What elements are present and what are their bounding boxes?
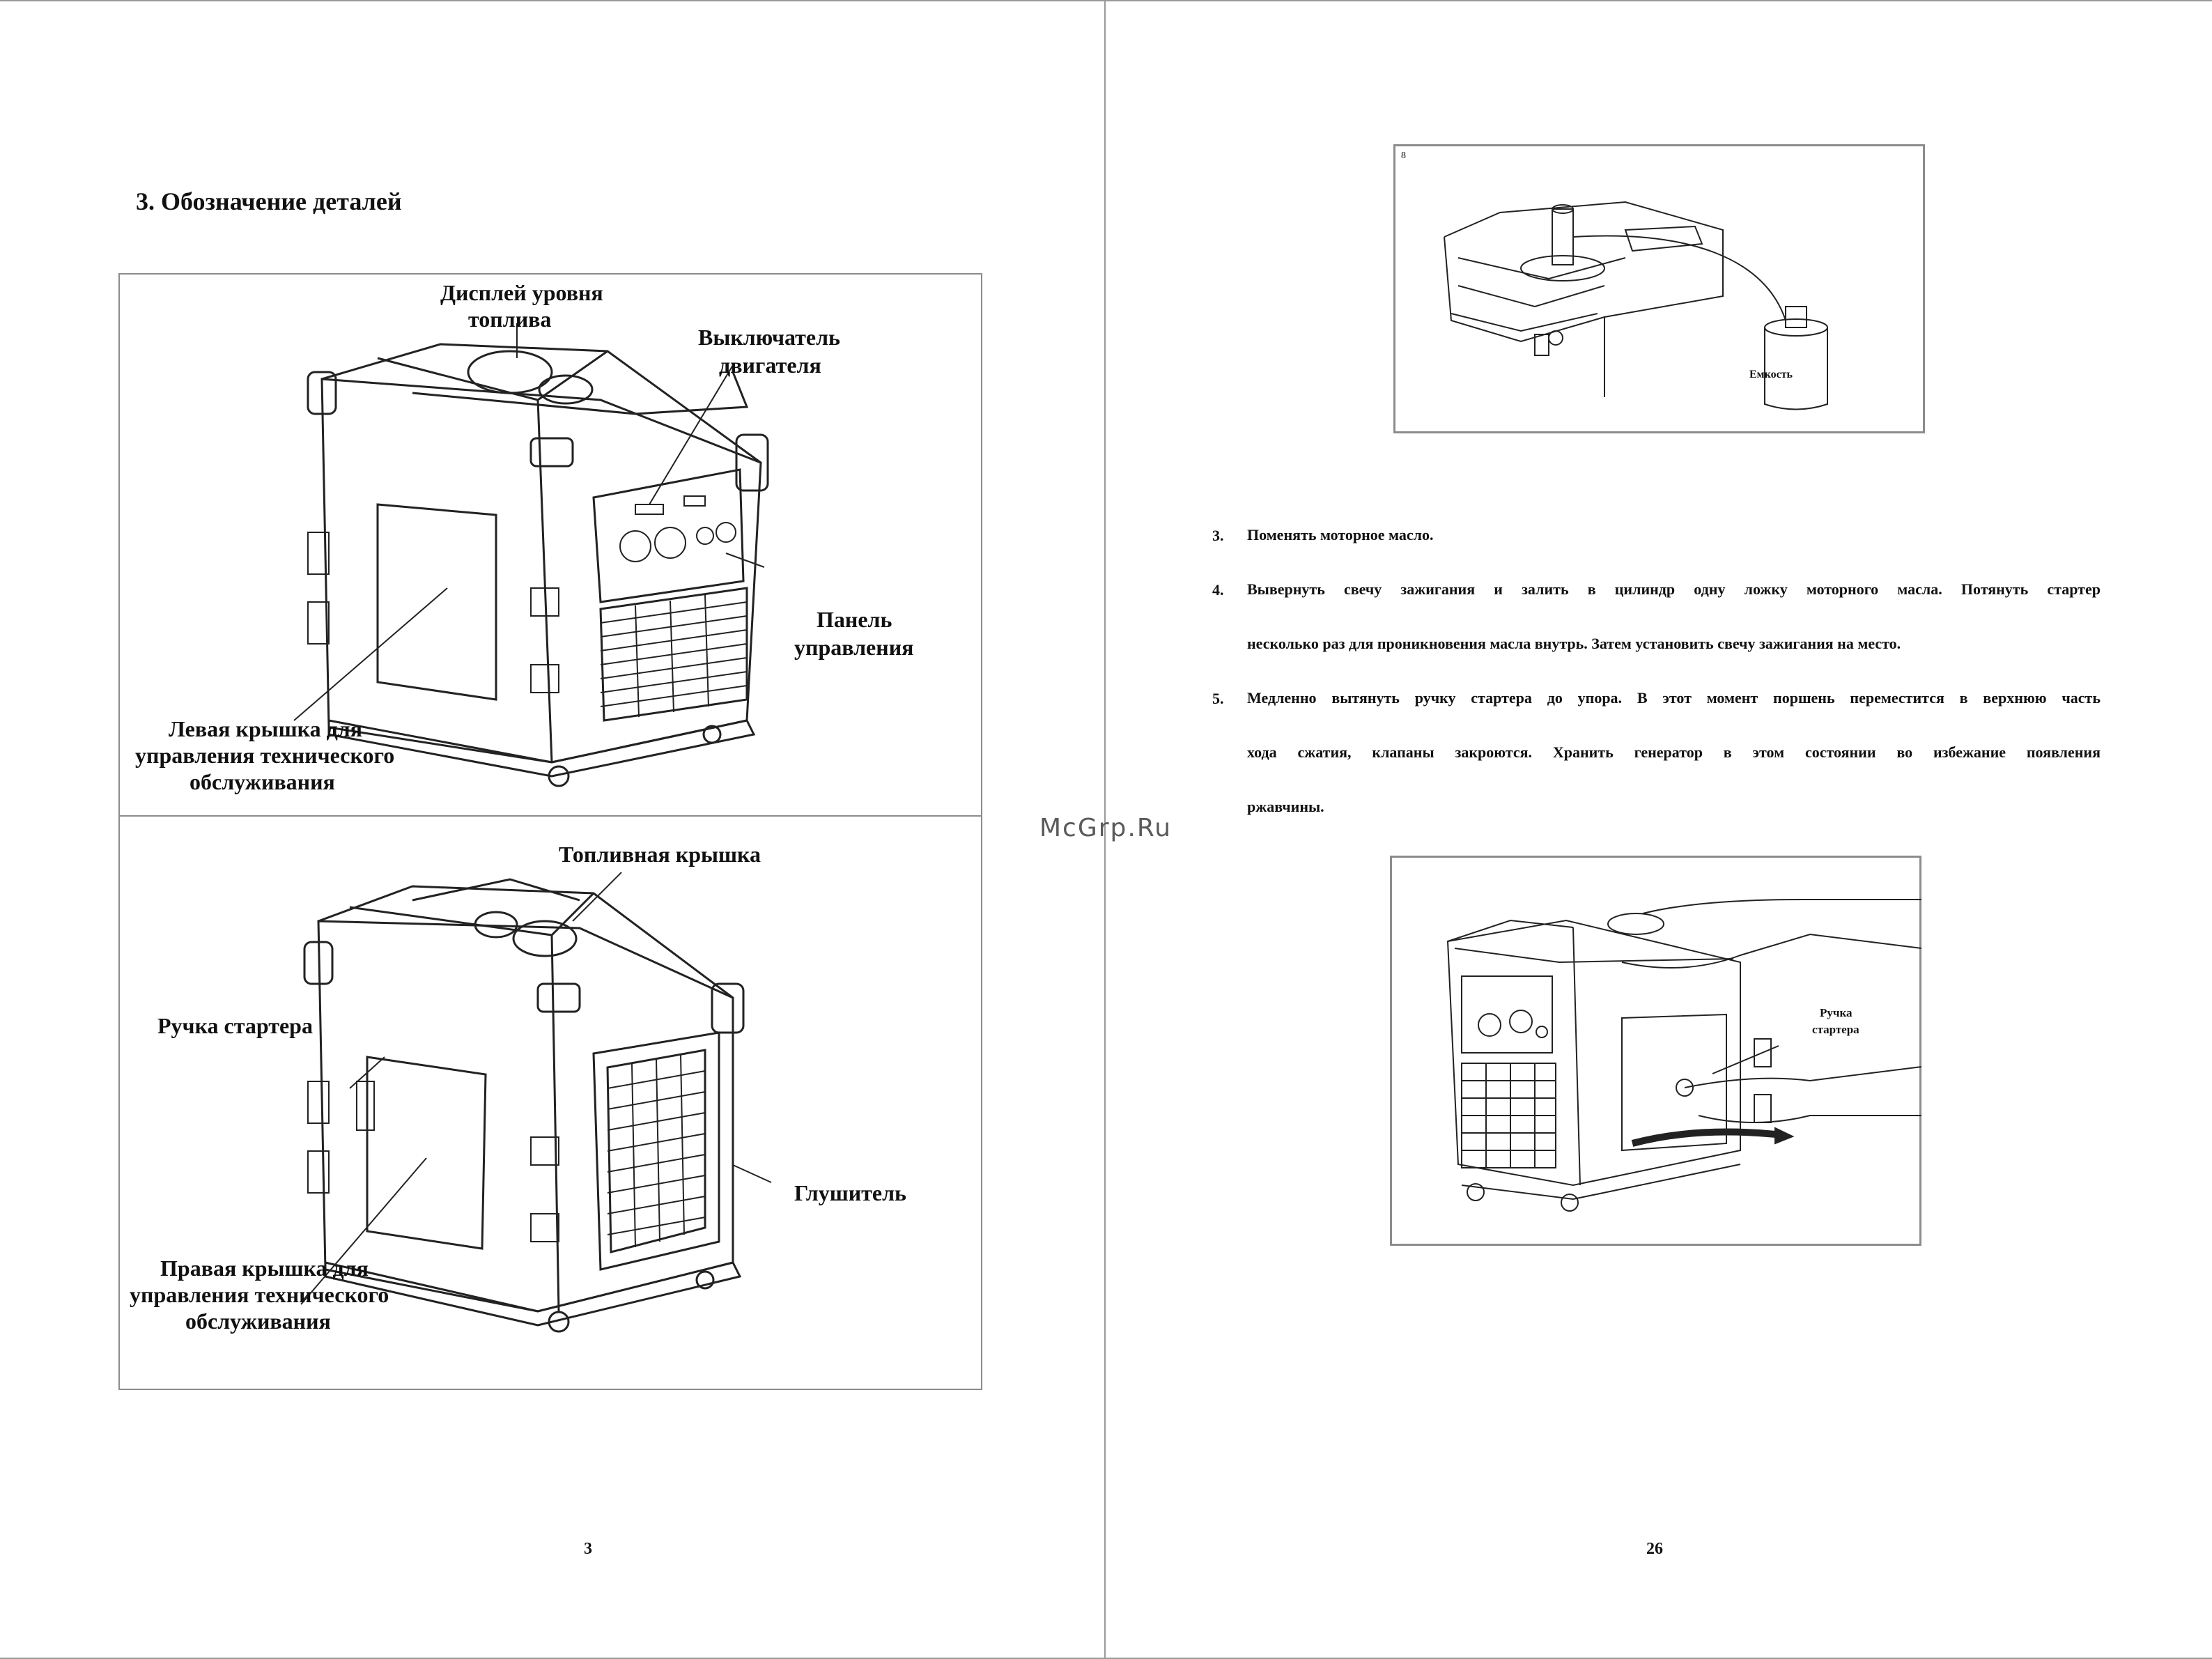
section-title: 3. Обозначение деталей [136,187,402,215]
figure-parts-left-view: Дисплей уровня топлива Выключатель двига… [118,273,982,817]
figure-oil-drain: 8 Емкость [1393,144,1925,433]
label-right-cover-line3: обслуживания [185,1309,331,1334]
label-left-cover-line2: управления технического [135,743,395,768]
label-control-panel-line1: Панель [817,607,892,632]
step-4-line-1: Вывернуть свечу зажигания и залить в цил… [1247,580,2101,598]
step-5-line-2: хода сжатия, клапаны закроются. Хранить … [1247,743,2101,761]
oil-drain-drawing [1444,201,1828,410]
step-5-line-3: ржавчины. [1247,798,1324,815]
label-fuel-display-line1: Дисплей уровня [440,280,603,305]
step-3-number: 3. [1212,527,1224,544]
label-right-cover-line2: управления технического [130,1282,389,1307]
container-label: Емкость [1749,369,1793,380]
step-3-line-1: Поменять моторное масло. [1247,526,1434,543]
label-left-cover-line1: Левая крышка для [169,716,363,741]
figure-corner-mark: 8 [1401,151,1406,161]
starter-label-line1: Ручка [1820,1006,1853,1019]
label-right-cover-line1: Правая крышка для [160,1256,369,1281]
label-left-cover-line3: обслуживания [190,769,335,794]
label-control-panel-line2: управления [794,635,914,660]
label-engine-switch-line2: двигателя [719,353,821,378]
step-4-number: 4. [1212,581,1224,599]
starter-label-line2: стартера [1812,1023,1859,1036]
figure-parts-right-view: Топливная крышка Ручка стартера Глушител… [118,815,982,1390]
watermark: McGrp.Ru [1039,814,1173,842]
label-engine-switch-line1: Выключатель [698,325,840,350]
label-starter-handle: Ручка стартера [153,1012,317,1040]
label-fuel-cap: Топливная крышка [559,842,761,867]
right-page [1104,0,2212,1659]
page-number-right: 26 [1646,1540,1663,1558]
label-muffler: Глушитель [794,1180,906,1205]
starter-pull-drawing [1446,899,1922,1212]
step-5-number: 5. [1212,690,1224,707]
generator-drawing-left-view [293,323,769,787]
label-fuel-display-line2: топлива [468,307,552,332]
figure-starter-pull: Ручка стартера [1390,856,1922,1246]
generator-drawing-right-view [300,872,772,1333]
page-number-left: 3 [584,1540,592,1558]
step-5-line-1: Медленно вытянуть ручку стартера до упор… [1247,689,2101,707]
step-4-line-2: несколько раз для проникновения масла вн… [1247,635,1901,652]
